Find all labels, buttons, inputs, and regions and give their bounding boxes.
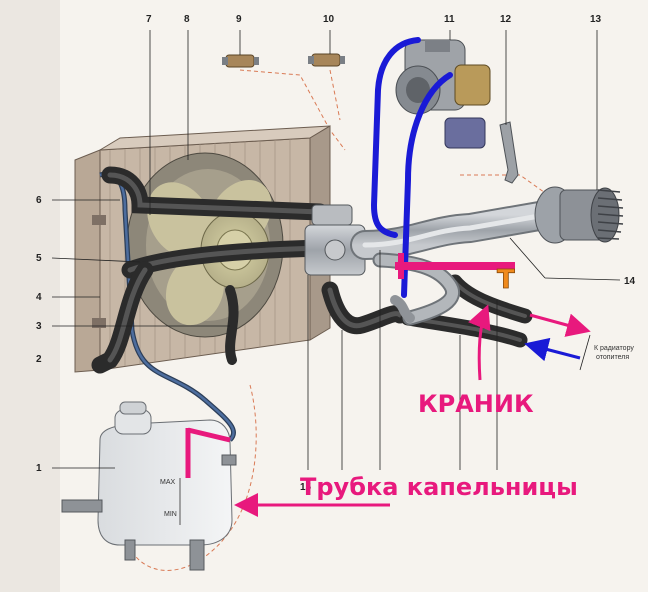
heater-note-line1: К радиатору [594, 345, 634, 352]
callout-10: 10 [323, 14, 335, 25]
tank-max-label: MAX [160, 479, 176, 486]
callout-13: 13 [590, 14, 602, 25]
callout-1: 1 [36, 463, 42, 474]
throttle-body [395, 39, 491, 149]
callout-12: 12 [500, 14, 512, 25]
outflow-arrow [529, 313, 591, 337]
heater-note-line2: отопителя [596, 354, 629, 361]
valve-symbol: T [497, 265, 515, 295]
drip-tube-label: Трубка капельницы [300, 473, 578, 501]
valve-line [395, 262, 515, 270]
expansion-tank [61, 401, 237, 571]
magenta-marks [185, 253, 591, 517]
return-arrow [524, 337, 581, 362]
callout-8: 8 [184, 14, 190, 25]
dashed-guides [127, 69, 556, 571]
leader-lines [51, 30, 621, 470]
bracket-12 [499, 121, 519, 184]
callout-2: 2 [36, 354, 42, 365]
blue-hoses [370, 37, 453, 298]
water-pump [534, 186, 624, 244]
callout-14: 14 [624, 276, 636, 287]
callout-numbers: 6 5 4 3 2 1 7 8 9 10 11 12 13 14 15 [36, 14, 636, 493]
callout-15: 15 [300, 482, 312, 493]
drip-tube-mark-top [187, 427, 231, 443]
callout-11: 11 [444, 14, 455, 25]
valve-label: КРАНИК [418, 390, 534, 418]
valve-line-cap [398, 253, 404, 279]
callout-6: 6 [36, 195, 42, 206]
sensor-10 [308, 53, 345, 67]
valve-arrow [468, 304, 491, 381]
note-divider [579, 334, 591, 371]
tank-min-label: MIN [164, 511, 177, 518]
callout-3: 3 [36, 321, 42, 332]
callout-7: 7 [146, 14, 152, 25]
sensor-9 [222, 54, 259, 68]
callout-5: 5 [36, 253, 42, 264]
page-margin-shade [0, 0, 60, 592]
thermostat-housing [304, 204, 366, 276]
callout-4: 4 [36, 292, 42, 303]
callout-9: 9 [236, 14, 242, 25]
